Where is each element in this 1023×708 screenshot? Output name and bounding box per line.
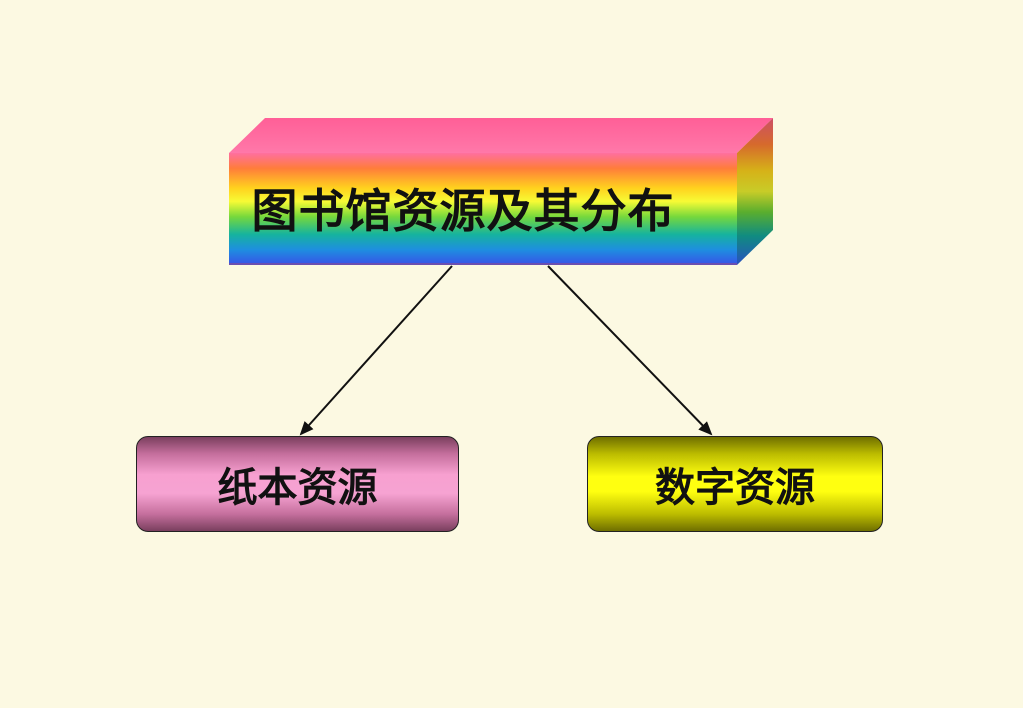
paper-resources-label: 纸本资源 (217, 464, 378, 511)
arrow-to-paper-resources (299, 265, 453, 436)
diagram-title: 图书馆资源及其分布 (251, 184, 675, 238)
digital-resources-box: 数字资源 (587, 436, 883, 532)
paper-resources-box: 纸本资源 (136, 436, 459, 532)
title-box: 图书馆资源及其分布 (229, 153, 737, 265)
arrow-to-digital-resources (547, 265, 713, 436)
digital-resources-label: 数字资源 (655, 464, 815, 511)
